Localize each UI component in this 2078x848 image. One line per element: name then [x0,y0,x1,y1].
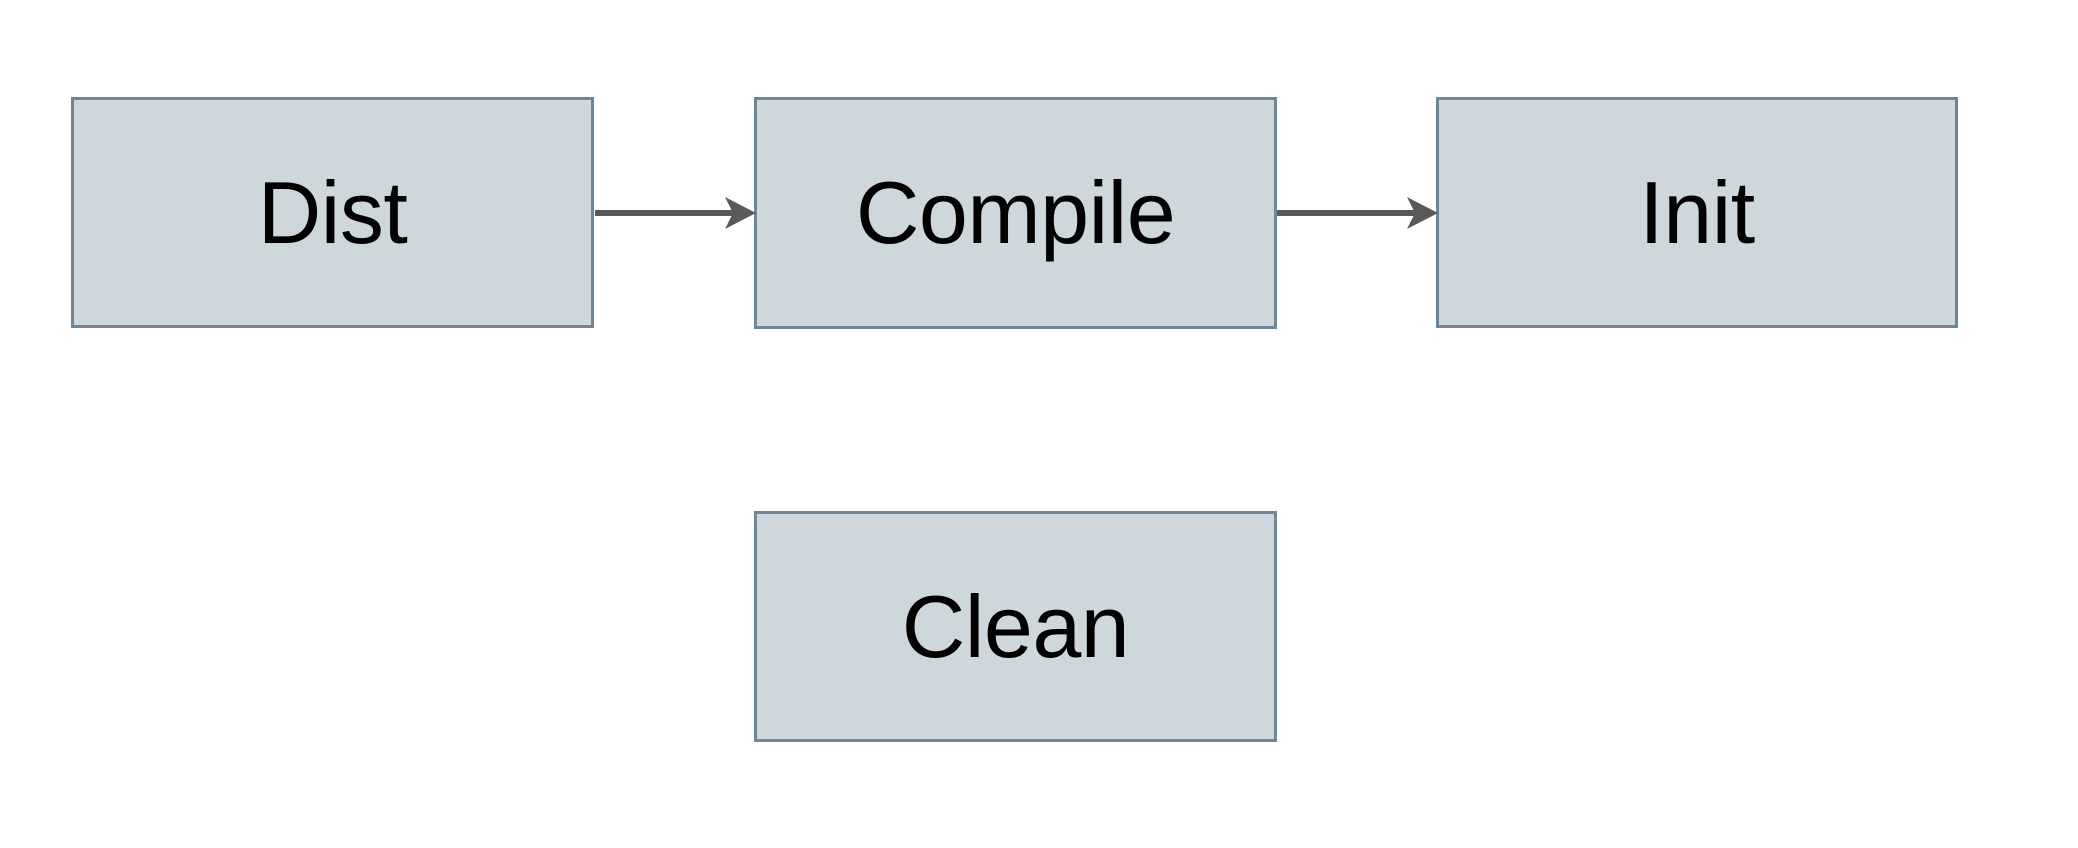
node-label-compile: Compile [855,163,1176,262]
node-label-clean: Clean [901,576,1130,676]
diagram-edge-compile-to-init[interactable] [1270,185,1450,241]
diagram-edge-dist-to-compile[interactable] [588,185,768,241]
arrowhead-icon [725,197,756,229]
diagram-node-clean[interactable]: Clean [754,511,1277,742]
node-label-dist: Dist [257,162,408,262]
diagram-node-compile[interactable]: Compile [754,97,1277,329]
arrowhead-icon [1407,197,1438,229]
diagram-node-dist[interactable]: Dist [71,97,594,328]
node-label-init: Init [1639,162,1755,262]
diagram-node-init[interactable]: Init [1436,97,1958,328]
